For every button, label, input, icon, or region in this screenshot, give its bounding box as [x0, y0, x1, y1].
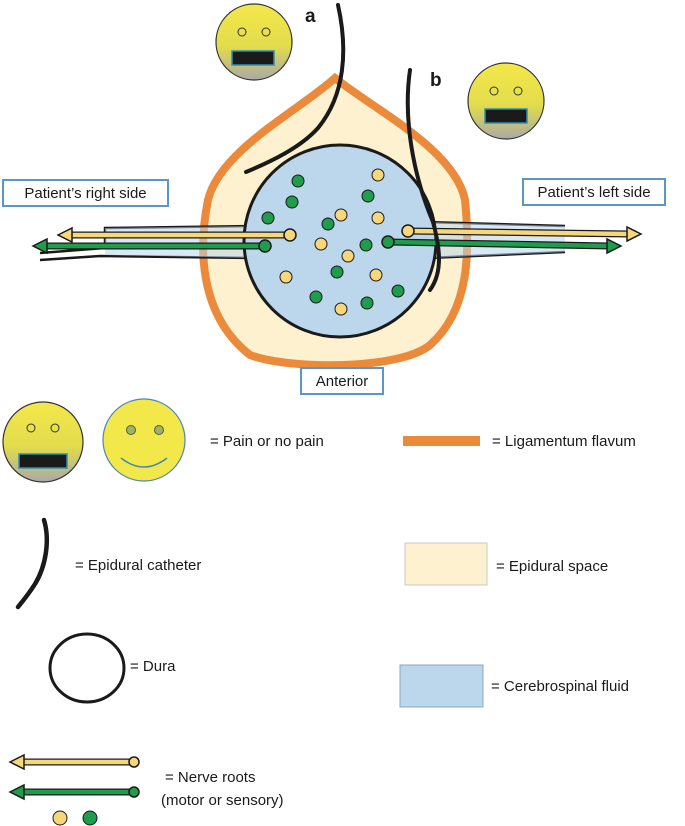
epidural-catheter-b — [405, 68, 441, 292]
legend-nerve-label-2: (motor or sensory) — [161, 792, 284, 809]
legend-rootlet-green-icon — [82, 810, 98, 826]
legend-catheter-label: = Epidural catheter — [75, 557, 201, 574]
nerve-root-yellow-left — [401, 224, 643, 243]
legend-nerve-label-1: = Nerve roots — [165, 769, 255, 786]
legend-ligamentum-swatch — [403, 436, 480, 446]
legend-csf-label: = Cerebrospinal fluid — [491, 678, 629, 695]
nerve-root-yellow-right — [56, 226, 297, 244]
nerve-root-green-right — [31, 237, 272, 255]
legend-nerve-green-icon — [8, 783, 140, 801]
legend-dura-label: = Dura — [130, 658, 176, 675]
legend-epidural-swatch — [404, 542, 488, 586]
legend-catheter-icon — [15, 517, 50, 610]
epidural-catheter-a — [244, 3, 346, 174]
csf-rootlets — [261, 168, 405, 316]
legend-epidural-label: = Epidural space — [496, 558, 608, 575]
legend-ligamentum-label: = Ligamentum flavum — [492, 433, 636, 450]
marker-b: b — [430, 70, 442, 91]
legend-nerve-yellow-icon — [8, 753, 140, 771]
marker-a: a — [305, 6, 316, 27]
legend-rootlet-yellow-icon — [52, 810, 68, 826]
right-root-sleeve-fill — [105, 226, 258, 258]
legend-pain-label: = Pain or no pain — [210, 433, 324, 450]
nerve-root-green-left — [381, 235, 623, 255]
legend-dura-icon — [48, 632, 126, 704]
right-side-label: Patient’s right side — [2, 179, 169, 207]
anterior-label: Anterior — [300, 367, 384, 395]
pain-face-b-icon — [467, 62, 545, 140]
legend-csf-swatch — [399, 664, 484, 708]
legend-no-pain-face-icon — [102, 398, 186, 482]
legend-pain-face-icon — [2, 401, 84, 483]
left-side-label: Patient’s left side — [522, 178, 666, 206]
pain-face-a-icon — [215, 3, 293, 81]
